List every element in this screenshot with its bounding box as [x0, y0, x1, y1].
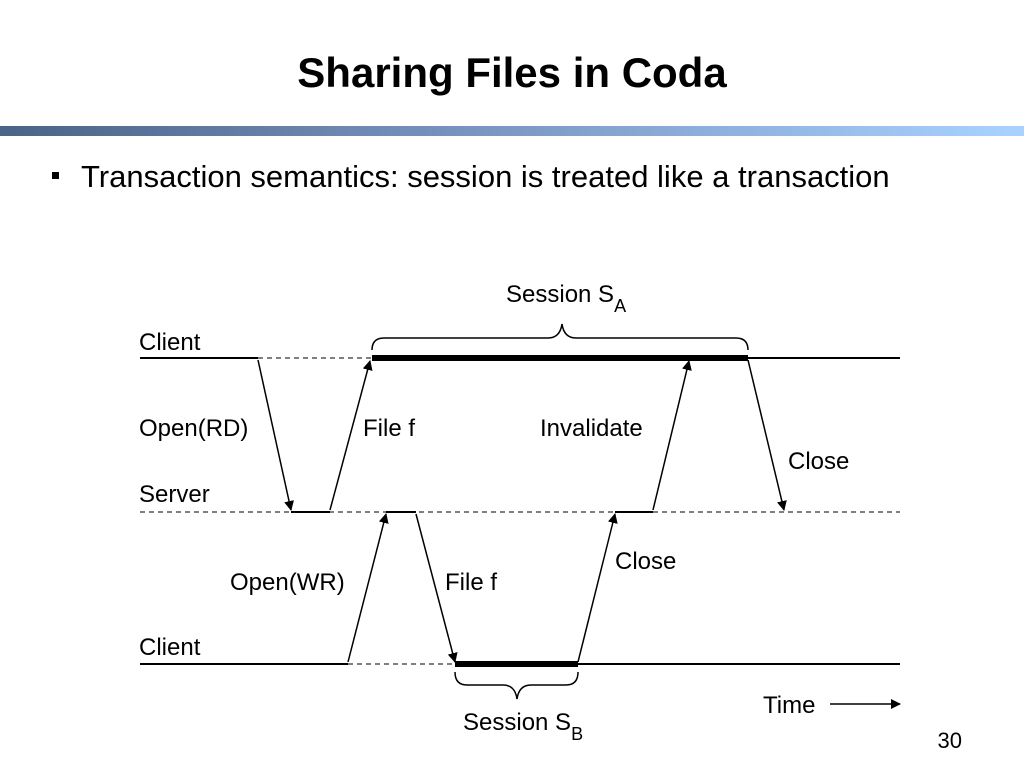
- open-rd-label: Open(RD): [139, 415, 248, 442]
- time-label: Time: [763, 692, 815, 719]
- file-f-bottom-arrow: [415, 513, 458, 663]
- invalidate-arrow: [652, 360, 692, 511]
- session-a-brace: [371, 323, 749, 351]
- session-a-label: Session SA: [506, 281, 626, 316]
- invalidate-label: Invalidate: [540, 415, 643, 442]
- slide-title: Sharing Files in Coda: [297, 49, 727, 96]
- file-f-top-label: File f: [363, 415, 415, 442]
- close-bottom-label: Close: [615, 548, 676, 575]
- title-underline-bar: [0, 126, 1024, 136]
- session-b-brace: [454, 671, 579, 700]
- close-top-arrow: [747, 359, 787, 511]
- bullet-text: Transaction semantics: session is treate…: [81, 159, 890, 194]
- square-bullet-icon: [52, 172, 59, 180]
- open-wr-label: Open(WR): [230, 569, 345, 596]
- server-label: Server: [139, 481, 210, 508]
- file-f-bottom-label: File f: [445, 569, 497, 596]
- page-number: 30: [937, 728, 962, 753]
- bullet-item: Transaction semantics: session is treate…: [52, 158, 890, 195]
- open-rd-arrow: [257, 359, 294, 511]
- open-wr-arrow: [347, 513, 389, 663]
- file-f-top-arrow: [329, 360, 373, 511]
- close-bottom-arrow: [577, 513, 618, 663]
- client-bottom-label: Client: [139, 634, 201, 661]
- close-top-label: Close: [788, 448, 849, 475]
- session-b-label: Session SB: [463, 709, 583, 744]
- client-top-label: Client: [139, 329, 201, 356]
